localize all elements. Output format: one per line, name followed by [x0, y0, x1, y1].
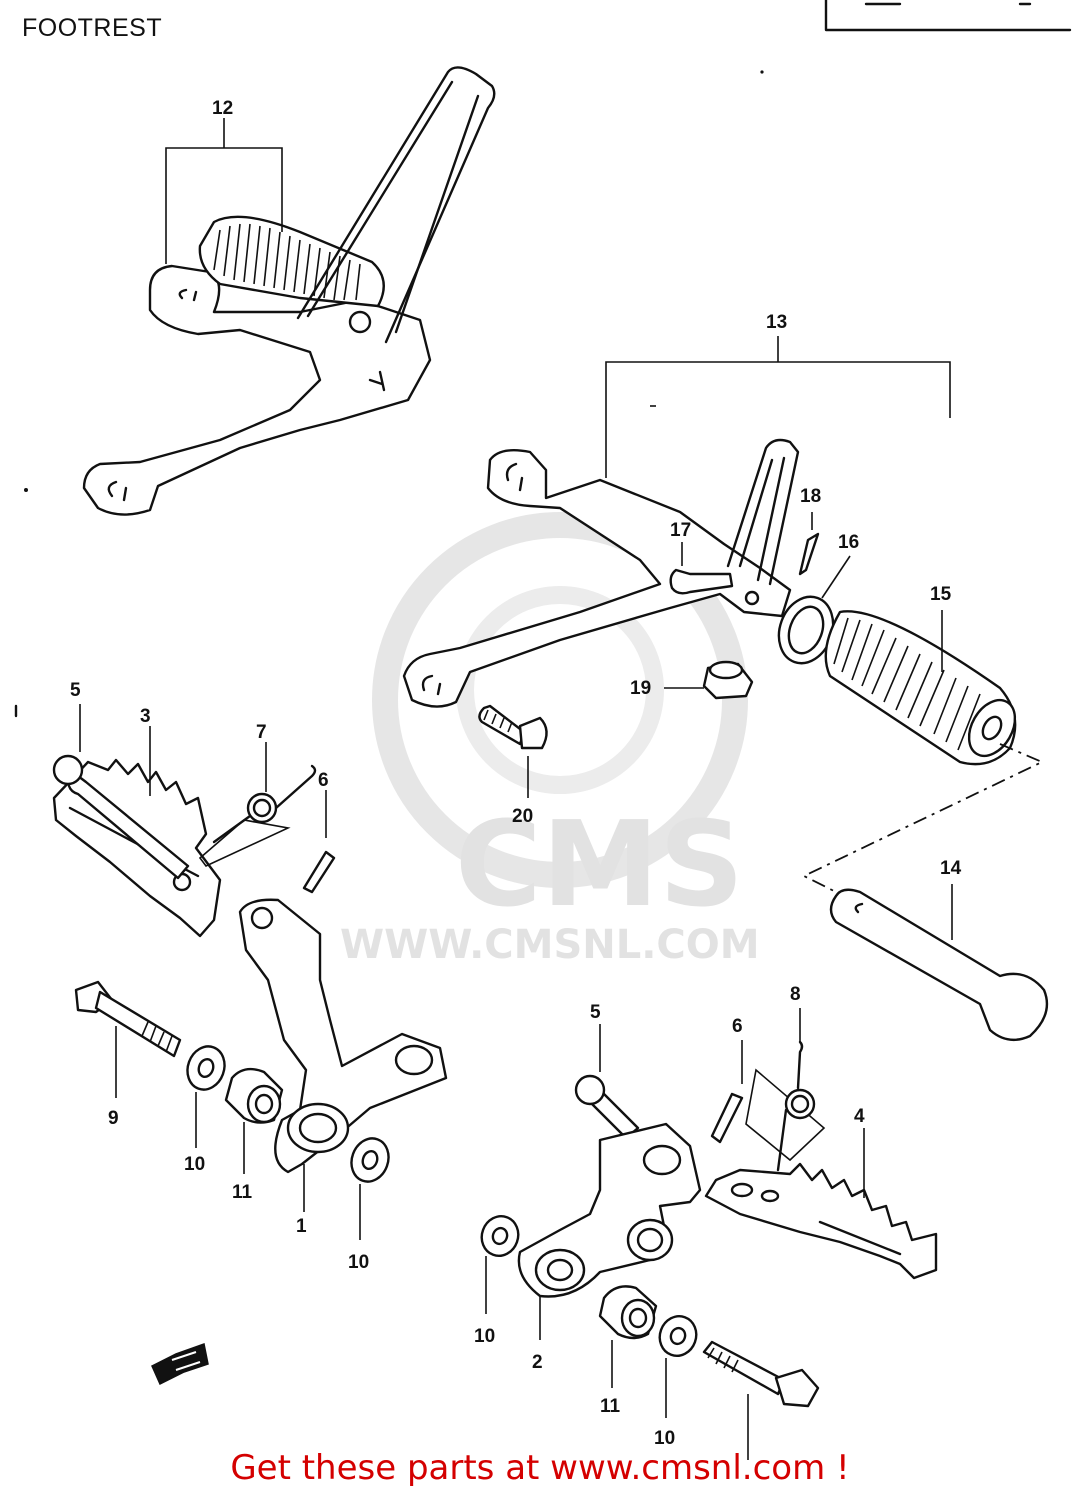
callout-6-left: 6 — [318, 770, 329, 791]
callout-5-left: 5 — [70, 680, 81, 701]
pin-14: 14 — [801, 743, 1049, 1042]
callout-2: 2 — [532, 1352, 543, 1373]
callout-8: 8 — [790, 984, 801, 1005]
spring-7: 7 — [198, 722, 317, 867]
washer-10-right-a: 10 — [474, 1215, 520, 1347]
footrest-assembly-12: 12 — [82, 66, 496, 516]
callout-3: 3 — [140, 706, 151, 727]
nut-19: 19 — [630, 660, 754, 700]
callout-4: 4 — [854, 1106, 865, 1127]
collar-11-left: 11 — [224, 1067, 284, 1203]
callout-9-left: 9 — [108, 1108, 119, 1129]
collar-11-right: 11 — [598, 1285, 658, 1417]
footrest-bracket-2: 2 — [517, 1122, 702, 1373]
watermark-logo: CMS WWW.CMSNL.COM — [340, 512, 760, 968]
clevis-pin-5-right: 5 — [574, 1002, 640, 1140]
callout-10-right-a: 10 — [474, 1326, 495, 1347]
callout-14: 14 — [940, 858, 962, 879]
callout-10-left-b: 10 — [348, 1252, 369, 1273]
callout-16: 16 — [838, 532, 859, 553]
callout-11-left: 11 — [232, 1182, 253, 1203]
grip-ribs-12 — [213, 223, 361, 301]
callout-19: 19 — [630, 678, 651, 699]
footrest-assembly-13: 13 — [402, 312, 951, 708]
foot-peg-3: 3 — [52, 706, 222, 938]
washer-10-left-a: 10 — [184, 1045, 226, 1175]
callout-10-right-b: 10 — [654, 1428, 675, 1449]
cotter-pin-6-left: 6 — [302, 770, 336, 894]
callout-10-left-a: 10 — [184, 1154, 205, 1175]
callout-17: 17 — [670, 520, 691, 541]
callout-20: 20 — [512, 806, 533, 827]
spring-8: 8 — [745, 984, 826, 1172]
callout-18: 18 — [800, 486, 821, 507]
foot-peg-4: 4 — [704, 1106, 938, 1280]
washer-10-right-b: 10 — [654, 1315, 698, 1449]
footrest-bracket-1: 1 — [238, 898, 448, 1237]
cotter-pin-18: 18 — [798, 486, 821, 576]
footer-parts-link[interactable]: Get these parts at www.cmsnl.com ! — [230, 1448, 850, 1488]
bolt-9-right — [702, 1340, 820, 1460]
callout-12: 12 — [212, 98, 233, 119]
callout-5-right: 5 — [590, 1002, 601, 1023]
watermark-brand: CMS — [455, 795, 744, 933]
callout-13: 13 — [766, 312, 787, 333]
callout-6-right: 6 — [732, 1016, 743, 1037]
watermark-url: WWW.CMSNL.COM — [340, 922, 760, 968]
rubber-grip-15: 15 — [824, 584, 1017, 766]
frame-corner — [824, 0, 1072, 32]
page-title: FOOTREST — [22, 14, 163, 42]
callout-11-right: 11 — [600, 1396, 621, 1417]
washer-16: 16 — [777, 532, 859, 665]
clevis-pin-5-left: 5 — [52, 680, 190, 880]
callout-7: 7 — [256, 722, 267, 743]
front-direction-arrow — [151, 1343, 209, 1386]
callout-1: 1 — [296, 1216, 307, 1237]
bolt-9-left: 9 — [74, 980, 182, 1129]
callout-15: 15 — [930, 584, 952, 605]
cotter-pin-6-right: 6 — [710, 1016, 744, 1144]
washer-10-left-b: 10 — [348, 1137, 390, 1273]
bolt-20: 20 — [478, 704, 548, 827]
